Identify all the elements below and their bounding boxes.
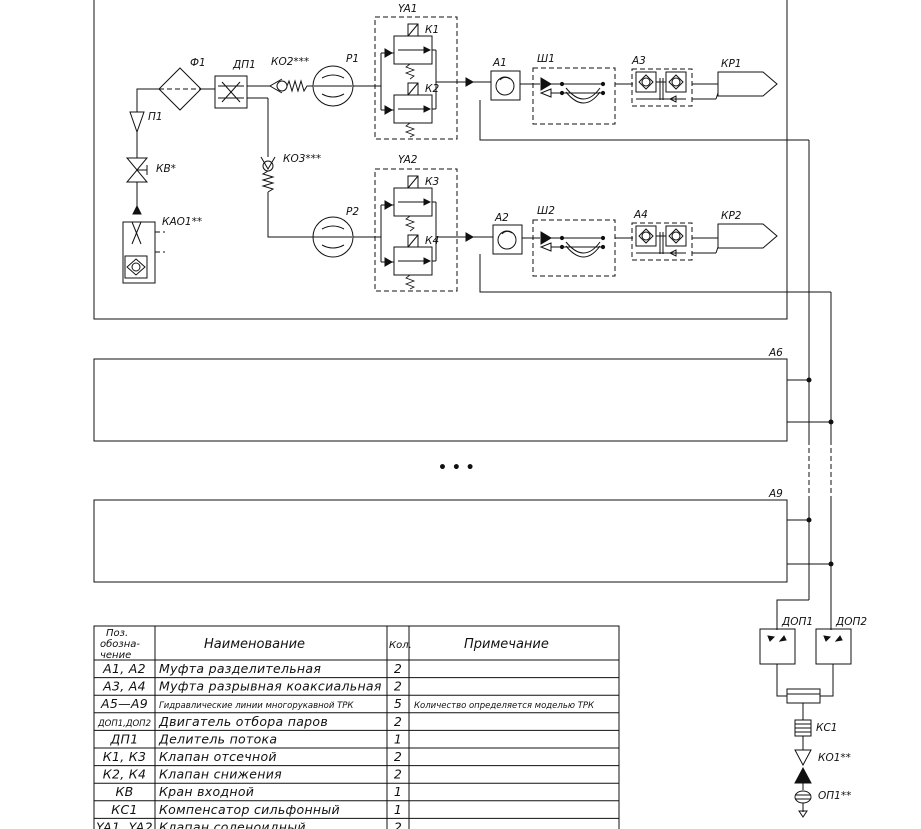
label-ya2: YA2 bbox=[398, 154, 418, 166]
table-cell-name: Муфта разделительная bbox=[159, 661, 321, 676]
table-cell-qty: 2 bbox=[394, 714, 402, 729]
table-cell-qty: 1 bbox=[394, 802, 402, 817]
line-block-a6 bbox=[93, 358, 788, 442]
label-a4: А4 bbox=[633, 209, 648, 221]
label-ko2: КО2*** bbox=[271, 56, 309, 68]
label-r1: Р1 bbox=[346, 53, 359, 65]
fire-arrester-op1: ОП1** bbox=[794, 790, 851, 818]
table-cell-qty: 2 bbox=[394, 767, 402, 782]
table-cell-qty: 1 bbox=[394, 731, 402, 746]
table-cell-qty: 1 bbox=[394, 784, 402, 799]
label-k2: К2 bbox=[425, 83, 439, 95]
ellipsis: • • • bbox=[438, 460, 475, 476]
table-cell-pos: А3, А4 bbox=[102, 679, 146, 694]
nozzle-kr1: КР1 bbox=[717, 58, 778, 97]
table-cell-name: Муфта разрывная коаксиальная bbox=[159, 679, 382, 694]
table-cell-name: Делитель потока bbox=[158, 731, 277, 746]
label-kc1: КС1 bbox=[816, 722, 837, 734]
check-valve-p1: П1 bbox=[129, 111, 163, 158]
label-kr2: КР2 bbox=[721, 210, 742, 222]
table-cell-pos: А1, А2 bbox=[102, 661, 146, 676]
label-kao1: КАО1** bbox=[162, 216, 202, 228]
vapor-motor-dop2: ДОП2 bbox=[815, 616, 867, 665]
check-valve-ko2: КО2*** bbox=[269, 56, 312, 94]
table-cell-name: Клапан отсечной bbox=[159, 749, 277, 764]
main-block-frame bbox=[93, 0, 788, 320]
table-cell-pos: КС1 bbox=[111, 802, 137, 817]
label-a3: А3 bbox=[631, 55, 646, 67]
label-ya1: YA1 bbox=[398, 3, 417, 15]
label-ko1: КО1** bbox=[818, 752, 851, 764]
label-k1: К1 bbox=[425, 24, 439, 36]
table-cell-name: Двигатель отбора паров bbox=[158, 714, 328, 729]
table-cell-name: Клапан соленоидный bbox=[159, 819, 306, 829]
label-r2: Р2 bbox=[346, 206, 359, 218]
header-note: Примечание bbox=[464, 637, 549, 652]
coupling-a4: А4 bbox=[631, 209, 693, 261]
coupling-a2: А2 bbox=[492, 212, 523, 255]
coupling-a3: А3 bbox=[631, 55, 693, 107]
table-cell-name: Клапан снижения bbox=[159, 767, 282, 782]
label-a1: А1 bbox=[492, 57, 507, 69]
table-cell-name: Кран входной bbox=[159, 784, 254, 799]
header-pos-2: обозна- bbox=[100, 638, 140, 650]
table-cell-pos: К1, К3 bbox=[103, 749, 146, 764]
hose-sh1: Ш1 bbox=[532, 53, 616, 125]
table-cell-pos: ДОП1,ДОП2 bbox=[97, 719, 151, 729]
spec-table: Поз. обозна- чение Наименование Кол. При… bbox=[93, 625, 620, 829]
header-pos-3: чение bbox=[100, 650, 131, 661]
table-cell-pos: К2, К4 bbox=[103, 767, 146, 782]
coupling-a1: А1 bbox=[490, 57, 521, 101]
table-cell-pos: А5—А9 bbox=[100, 696, 148, 711]
solenoid-valve-ya1: YA1 К1 К2 bbox=[374, 3, 470, 140]
label-dop2: ДОП2 bbox=[835, 616, 867, 628]
label-p1: П1 bbox=[148, 111, 163, 123]
tee-junction bbox=[786, 688, 821, 720]
label-op1: ОП1** bbox=[818, 790, 851, 802]
label-kv: КВ* bbox=[156, 163, 176, 175]
table-cell-qty: 2 bbox=[394, 819, 402, 829]
filter-f1: Ф1 bbox=[158, 57, 206, 111]
check-valve-ko1: КО1** bbox=[794, 749, 851, 767]
label-a9: А9 bbox=[768, 488, 783, 500]
flow-divider-dp1: ДП1 bbox=[214, 59, 256, 109]
pump-meter-r1: Р1 bbox=[312, 53, 359, 107]
pump-meter-r2: Р2 bbox=[312, 206, 359, 258]
label-sh2: Ш2 bbox=[537, 205, 555, 217]
table-cell-name: Компенсатор сильфонный bbox=[159, 802, 340, 817]
label-kr1: КР1 bbox=[721, 58, 741, 70]
label-dp1: ДП1 bbox=[232, 59, 256, 71]
header-pos-1: Поз. bbox=[106, 628, 128, 639]
table-cell-pos: ДП1 bbox=[109, 731, 138, 746]
table-cell-qty: 2 bbox=[394, 661, 402, 676]
table-cell-note: Количество определяется моделью ТРК bbox=[414, 701, 595, 711]
label-sh1: Ш1 bbox=[537, 53, 555, 65]
label-k3: К3 bbox=[425, 176, 439, 188]
table-cell-qty: 5 bbox=[394, 696, 402, 711]
table-cell-name: Гидравлические линии многорукавной ТРК bbox=[159, 701, 354, 711]
vapor-motor-dop1: ДОП1 bbox=[759, 616, 813, 665]
line-block-a9 bbox=[93, 499, 788, 583]
label-ko3: КО3*** bbox=[283, 153, 321, 165]
header-qty: Кол. bbox=[389, 640, 412, 651]
hose-sh2: Ш2 bbox=[532, 205, 616, 277]
table-cell-pos: YA1, YA2 bbox=[96, 819, 153, 829]
solenoid-valve-ya2: YA2 К3 К4 bbox=[374, 154, 470, 292]
label-a6: А6 bbox=[768, 347, 783, 359]
table-cell-qty: 2 bbox=[394, 749, 402, 764]
valve-kao1: КАО1** bbox=[122, 216, 202, 284]
header-name: Наименование bbox=[204, 637, 305, 652]
bellows-kc1: КС1 bbox=[794, 719, 837, 737]
label-a2: А2 bbox=[494, 212, 509, 224]
label-dop1: ДОП1 bbox=[781, 616, 813, 628]
check-valve-ko3: КО3*** bbox=[260, 153, 321, 193]
label-f1: Ф1 bbox=[190, 57, 206, 69]
inlet-valve-kv: КВ* bbox=[125, 157, 176, 215]
nozzle-kr2: КР2 bbox=[717, 210, 778, 249]
table-cell-pos: КВ bbox=[115, 784, 133, 799]
table-cell-qty: 2 bbox=[394, 679, 402, 694]
